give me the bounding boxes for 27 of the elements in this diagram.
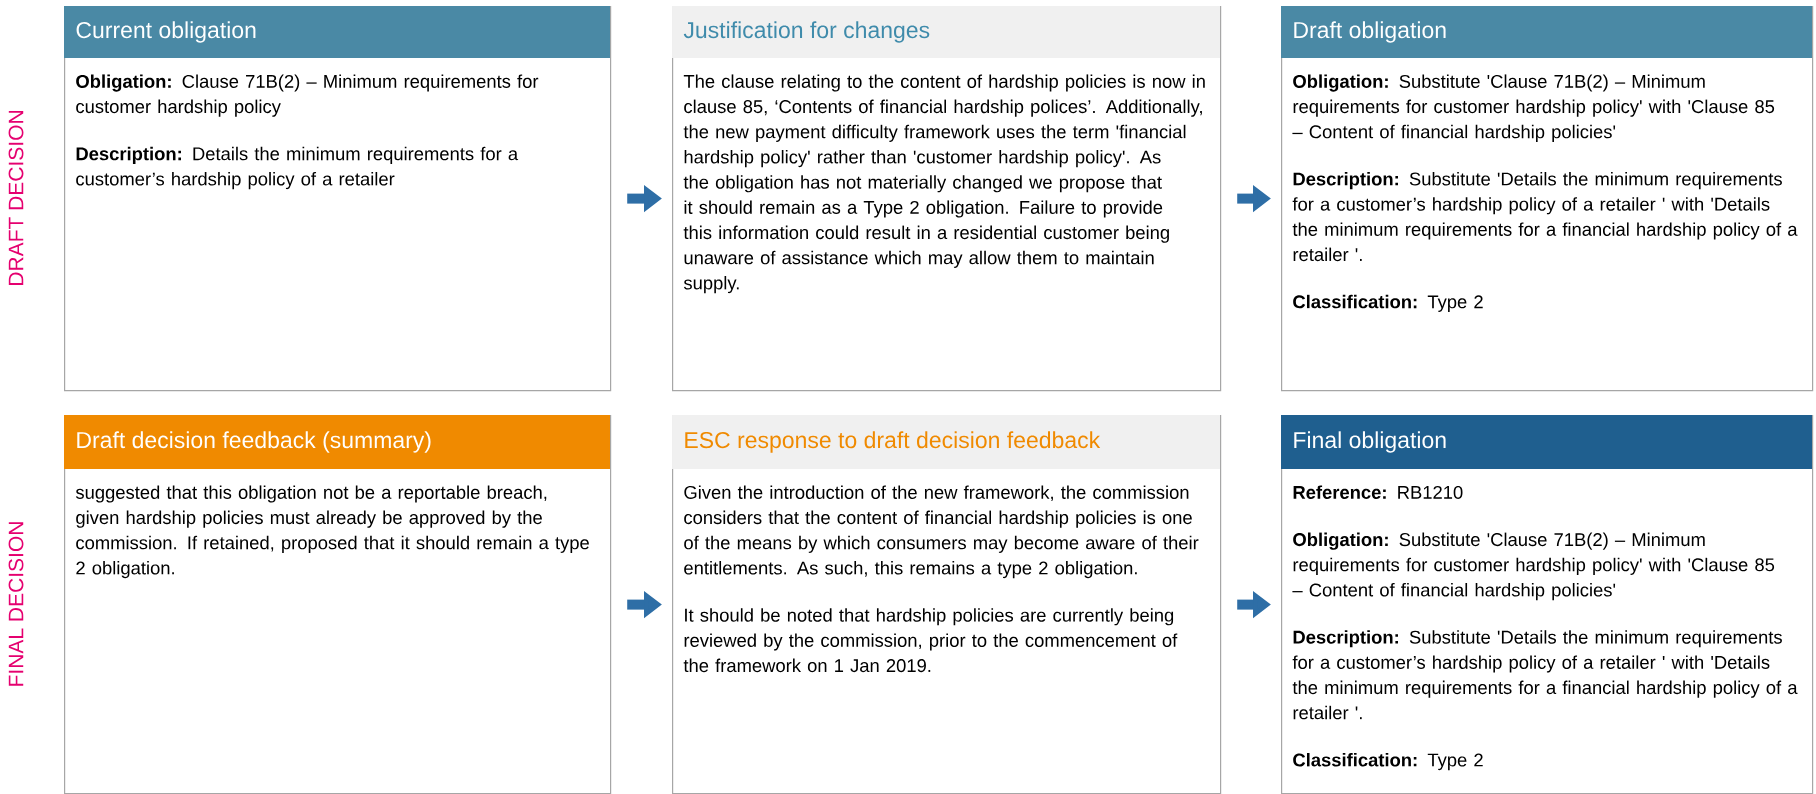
panel-heading: Justification for changes [683, 21, 930, 43]
panel-heading: Current obligation [76, 21, 256, 43]
panel-text: Classification: Type 2 [1293, 753, 1483, 771]
panel [672, 6, 1222, 392]
panel-text: Description: Substitute 'Details the minimum requirements for a customer’s hardship policy of a retailer ' with 'Details the minimum requirements for a financial hardship policy of a retailer '. [1292, 172, 1798, 262]
panel-heading: Final obligation [1294, 431, 1446, 453]
panel-heading: Draft decision feedback (summary) [77, 431, 431, 453]
panel-text: Reference: RB1210 [1293, 485, 1463, 499]
panel-text: Obligation: Substitute 'Clause 71B(2) – Minimum requirements for customer hardship policy' with 'Clause 85 – Content of financial hardship policies' [1292, 532, 1775, 601]
panel-heading: Draft obligation [1294, 21, 1446, 43]
panel-text: Description: Substitute 'Details the minimum requirements for a customer’s hardship policy of a retailer ' with 'Details the minimum requirements for a financial hardship policy of a retailer '. [1292, 630, 1798, 720]
panel-text: It should be noted that hardship policies are currently being reviewed by the commission, prior to the commencement of the framework on 1 Jan 2019. [683, 608, 1178, 673]
panel [1281, 415, 1814, 794]
panel-text: Obligation: Substitute 'Clause 71B(2) – Minimum requirements for customer hardship policy' with 'Clause 85 – Content of financial hardship policies' [1292, 74, 1775, 142]
panel-text: Obligation: Clause 71B(2) – Minimum requirements for customer hardship policy [76, 74, 539, 117]
panel [64, 415, 612, 794]
panel-heading: ESC response to draft decision feedback [685, 431, 1101, 453]
panel-text: The clause relating to the content of hardship policies is now in clause 85, ‘Contents of financial hardship polices’. Additionally, the new payment difficulty framework uses the term 'financial hardship policy' rather than 'customer hardship policy'. As the obligation has not materially changed we propose that it should remain as a Type 2 obligation. Failure to provide this information could result in a residential customer being unaware of assistance which may allow them to maintain supply. [683, 74, 1205, 294]
row-label: FINAL DECISION [8, 522, 24, 686]
row-label: DRAFT DECISION [8, 111, 24, 285]
panel [64, 6, 612, 392]
panel-text: Description: Details the minimum requirements for a customer’s hardship policy of a retailer [76, 146, 519, 190]
panel-text: suggested that this obligation not be a reportable breach, given hardship policies must already be approved by the commission. If retained, proposed that it should remain a type 2 obligation. [75, 485, 589, 579]
panel [1281, 6, 1814, 392]
panel-text: Classification: Type 2 [1293, 294, 1483, 312]
panel-text: Given the introduction of the new framework, the commission considers that the content of financial hardship policies is one of the means by which consumers may become aware of their entitlements. As such, this remains a type 2 obligation. [684, 485, 1199, 579]
panel [672, 415, 1222, 794]
